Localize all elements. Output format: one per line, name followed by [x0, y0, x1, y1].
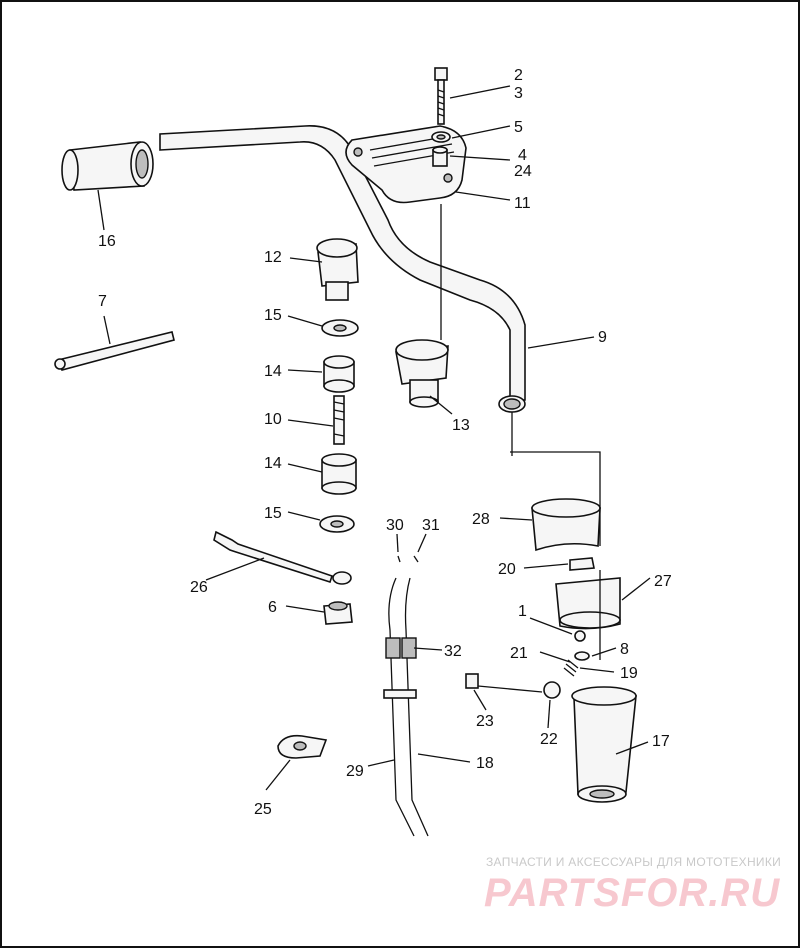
throttle-cables: [383, 577, 429, 837]
callout-9: 9: [598, 329, 607, 346]
spacer-4: [432, 146, 448, 167]
cable-tie: [54, 331, 175, 371]
nut-6: [323, 601, 353, 625]
riser-upper: [316, 238, 359, 301]
callout-25: 25: [254, 801, 272, 818]
adjuster-22: [543, 681, 561, 699]
callout-1: 1: [518, 603, 527, 620]
top-clamp: [345, 125, 467, 204]
callout-32: 32: [444, 643, 462, 660]
callout-27: 27: [654, 573, 672, 590]
callout-13: 13: [452, 417, 470, 434]
callout-6: 6: [268, 599, 277, 616]
callout-15-lower: 15: [264, 505, 282, 522]
callout-16: 16: [98, 233, 116, 250]
callout-21: 21: [510, 645, 528, 662]
callout-29: 29: [346, 763, 364, 780]
callout-22: 22: [540, 731, 558, 748]
ground-strap: [213, 530, 352, 585]
throttle-housing-lower: [555, 577, 621, 630]
clamp-bolt: [434, 67, 448, 125]
left-grip: [61, 141, 154, 191]
bushing-14-upper: [323, 355, 355, 393]
callout-14-lower: 14: [264, 455, 282, 472]
callout-12: 12: [264, 249, 282, 266]
spring-19: [563, 659, 579, 677]
stud-10: [333, 395, 345, 445]
washer-15-upper-hole: [333, 324, 347, 332]
riser-lower: [395, 339, 449, 408]
callout-2: 2: [514, 67, 523, 84]
callout-5: 5: [514, 119, 523, 136]
callout-7: 7: [98, 293, 107, 310]
throttle-grip: [571, 686, 637, 803]
bushing-14-lower: [321, 453, 357, 495]
callout-4: 4: [518, 147, 527, 164]
callout-20: 20: [498, 561, 516, 578]
callout-19: 19: [620, 665, 638, 682]
washer-8: [574, 651, 590, 661]
leader-lines: [97, 85, 651, 791]
adjuster-screw-23: [465, 673, 479, 689]
callout-8: 8: [620, 641, 629, 658]
callout-26: 26: [190, 579, 208, 596]
screw-1: [574, 630, 586, 642]
callouts: 2 3 5 4 24 11 16 12 7 15 9 14 13 10 14 1…: [98, 67, 672, 818]
watermark-tagline: ЗАПЧАСТИ И АКСЕССУАРЫ ДЛЯ МОТОТЕХНИКИ: [486, 855, 781, 869]
throttle-housing-upper: [531, 498, 601, 552]
callout-23: 23: [476, 713, 494, 730]
callout-15-upper: 15: [264, 307, 282, 324]
callout-17: 17: [652, 733, 670, 750]
washer-15-lower-hole: [330, 520, 344, 528]
washer-5: [431, 131, 451, 143]
callout-11: 11: [514, 195, 531, 212]
clip-31: [413, 555, 419, 563]
callout-31: 31: [422, 517, 440, 534]
callout-28: 28: [472, 511, 490, 528]
callout-24: 24: [514, 163, 532, 180]
clip-30: [397, 555, 401, 563]
callout-30: 30: [386, 517, 404, 534]
callout-3: 3: [514, 85, 523, 102]
callout-18: 18: [476, 755, 494, 772]
watermark: ЗАПЧАСТИ И АКСЕССУАРЫ ДЛЯ МОТОТЕХНИКИ PA…: [484, 855, 781, 915]
cable-clip: [277, 734, 328, 759]
callout-14-upper: 14: [264, 363, 282, 380]
friction-shoe: [569, 557, 595, 571]
callout-10: 10: [264, 411, 282, 428]
watermark-logo: PARTSFOR.RU: [484, 871, 780, 915]
